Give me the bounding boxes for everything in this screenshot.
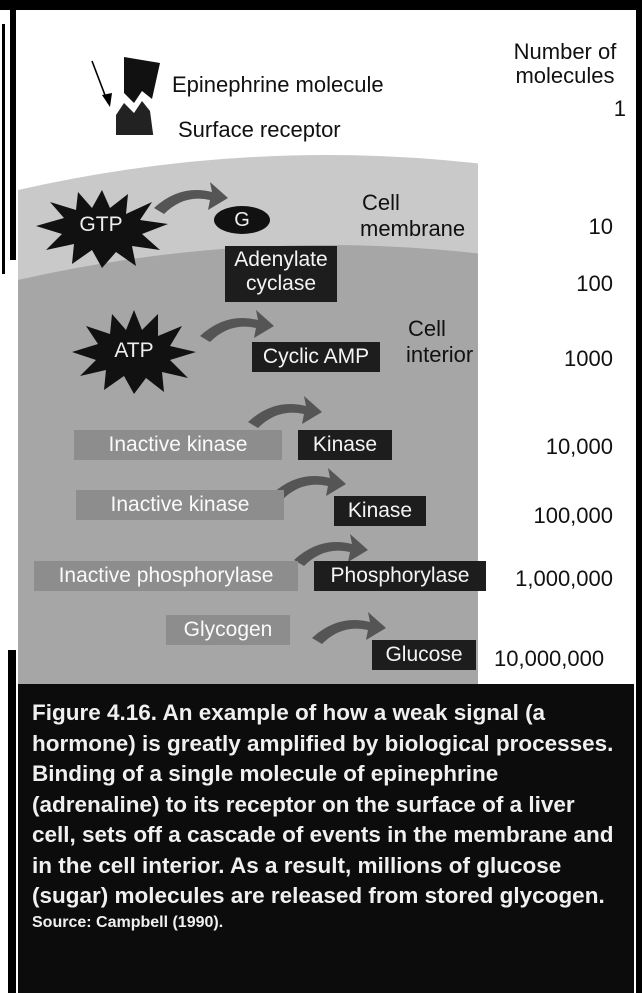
count-1000000: 1,000,000 [473,566,613,592]
count-10000000: 10,000,000 [494,646,604,672]
count-1000: 1000 [473,346,613,372]
frame-left-border [10,10,16,260]
surface-receptor-label: Surface receptor [178,117,341,143]
caption-source: Source: Campbell (1990). [32,914,622,932]
number-of-molecules-header: Number of molecules [498,40,632,88]
inactive-kinase-box-1: Inactive kinase [74,430,282,460]
phosphorylase-box: Phosphorylase [314,561,486,591]
count-100000: 100,000 [473,503,613,529]
caption-text: Figure 4.16. An example of how a weak si… [32,698,622,912]
kinase-box-2: Kinase [334,496,426,526]
gtp-label: GTP [56,213,146,237]
arrow-kinase-1 [244,392,324,432]
frame-left-thin-line [2,24,5,274]
count-10: 10 [473,214,613,240]
glucose-box: Glucose [372,640,476,670]
count-10000: 10,000 [473,434,613,460]
g-protein-label: G [214,206,270,234]
atp-label: ATP [88,339,180,363]
inactive-phosphorylase-box: Inactive phosphorylase [34,561,298,591]
count-one: 1 [600,96,626,122]
epinephrine-receptor-icon [88,55,168,135]
kinase-box-1: Kinase [298,430,392,460]
cell-membrane-label: Cell membrane [360,190,490,242]
glycogen-box: Glycogen [166,615,290,645]
arrow-atp-to-camp [196,306,276,346]
frame-left-bottom-border [8,650,16,993]
adenylate-cyclase-box: Adenylate cyclase [225,246,337,302]
frame-top-border [0,0,642,10]
inactive-kinase-box-2: Inactive kinase [76,490,284,520]
figure-caption: Figure 4.16. An example of how a weak si… [18,684,634,993]
cyclic-amp-box: Cyclic AMP [252,342,380,372]
frame-right-border [636,0,642,993]
count-100: 100 [473,271,613,297]
epinephrine-label: Epinephrine molecule [172,72,384,98]
